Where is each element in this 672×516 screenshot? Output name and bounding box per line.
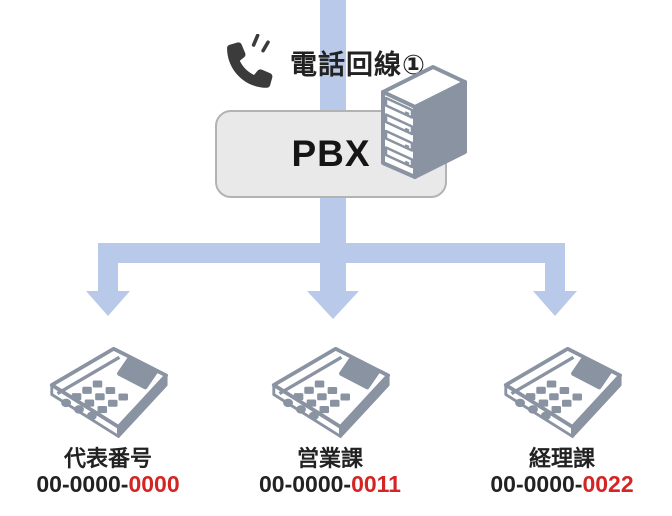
phone-line-label: 電話回線① [290, 50, 426, 80]
distribution-bar [98, 243, 565, 263]
extension-name: 代表番号 [63, 446, 152, 471]
pbx-label: PBX [291, 133, 371, 174]
number-suffix: 0011 [351, 471, 401, 497]
extension-number: 00-0000-0000 [8, 472, 208, 497]
left-arrow-head [86, 291, 130, 316]
number-suffix: 0022 [582, 471, 634, 497]
extension-name: 経理課 [528, 446, 595, 471]
desk-phone-icon [499, 344, 625, 445]
center-arrow-head [307, 291, 359, 319]
ringing-phone-icon [227, 34, 273, 88]
number-prefix: 00-0000- [490, 471, 583, 497]
left-branch-line [98, 243, 118, 293]
phone-line-header: 電話回線① [224, 34, 426, 88]
number-prefix: 00-0000- [259, 471, 352, 497]
extension-sales: 営業課 00-0000-0011 [230, 344, 430, 497]
desk-phone-icon [45, 344, 171, 445]
extension-number: 00-0000-0022 [462, 472, 662, 497]
right-branch-line [545, 243, 565, 293]
extension-main-number: 代表番号 00-0000-0000 [8, 344, 208, 497]
extension-accounting: 経理課 00-0000-0022 [462, 344, 662, 497]
number-prefix: 00-0000- [36, 471, 129, 497]
desk-phone-icon [267, 344, 393, 445]
server-icon [381, 65, 467, 179]
number-suffix: 0000 [128, 471, 180, 497]
extension-number: 00-0000-0011 [230, 472, 430, 497]
right-arrow-head [533, 291, 577, 316]
extension-name: 営業課 [296, 446, 363, 471]
